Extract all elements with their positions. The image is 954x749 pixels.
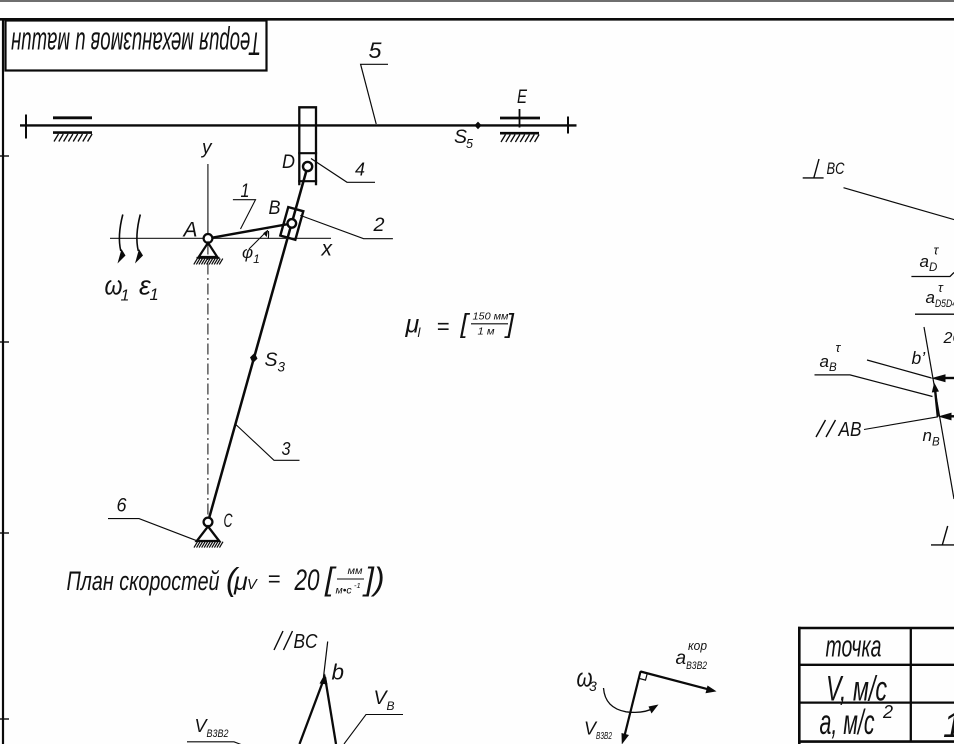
svg-text:AB: AB xyxy=(838,419,862,441)
svg-text:D: D xyxy=(282,151,295,173)
svg-text:150 мм: 150 мм xyxy=(473,311,509,323)
svg-text:E: E xyxy=(517,86,528,108)
svg-text:3: 3 xyxy=(282,438,292,459)
svg-text:1 м: 1 м xyxy=(478,326,495,338)
svg-text:]): ]) xyxy=(362,561,385,597)
svg-text:3: 3 xyxy=(589,678,597,694)
svg-text:a, м/с: a, м/с xyxy=(820,703,875,742)
svg-text:5: 5 xyxy=(369,38,383,63)
svg-text:=: = xyxy=(268,567,281,592)
svg-text:b’: b’ xyxy=(912,348,927,368)
svg-text:2: 2 xyxy=(372,215,384,236)
svg-text:Теория механизмов и машин: Теория механизмов и машин xyxy=(11,26,261,62)
svg-text:кор: кор xyxy=(688,639,707,653)
svg-text:b: b xyxy=(332,660,345,685)
svg-text:A: A xyxy=(182,218,198,241)
svg-text:BC: BC xyxy=(827,159,846,178)
svg-text:B: B xyxy=(269,197,281,219)
svg-text:C: C xyxy=(224,510,234,532)
svg-text:1: 1 xyxy=(943,706,954,744)
svg-text:1: 1 xyxy=(241,181,250,202)
svg-text:V: V xyxy=(247,577,258,593)
svg-text:=: = xyxy=(437,314,450,339)
svg-text:BC: BC xyxy=(294,631,318,653)
svg-text:План скоростей: План скоростей xyxy=(67,566,220,596)
svg-text:2: 2 xyxy=(882,702,893,722)
svg-text:μ: μ xyxy=(233,568,248,596)
svg-text:2C: 2C xyxy=(943,330,954,347)
svg-text:4: 4 xyxy=(355,160,365,180)
svg-text:20: 20 xyxy=(294,564,320,597)
svg-text:y: y xyxy=(200,138,213,159)
svg-text:1: 1 xyxy=(121,288,130,305)
svg-text:6: 6 xyxy=(117,496,127,517)
svg-text:точка: точка xyxy=(826,629,882,664)
svg-text:мм: мм xyxy=(348,565,363,577)
svg-text:x: x xyxy=(321,238,334,261)
svg-text:м•с: м•с xyxy=(336,585,353,597)
svg-text:-1: -1 xyxy=(354,581,361,590)
svg-text:1: 1 xyxy=(150,286,159,304)
